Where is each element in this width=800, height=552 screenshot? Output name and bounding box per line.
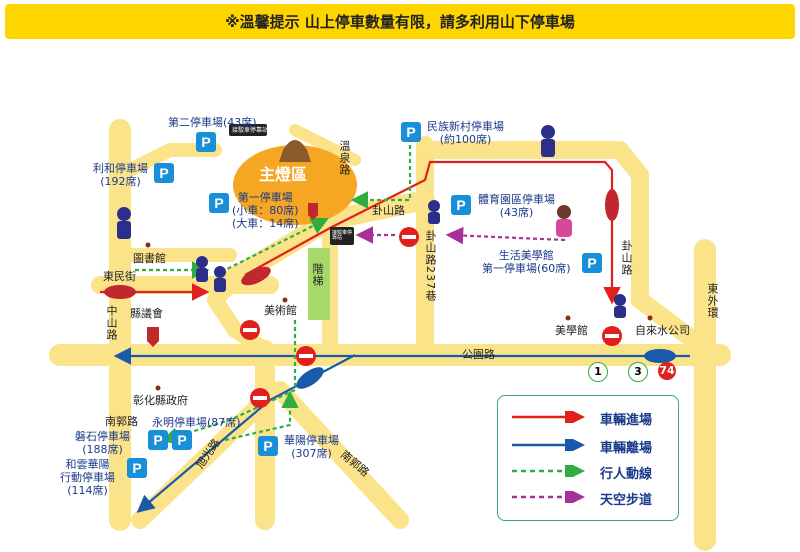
legend-walk-route: 行人動線 bbox=[510, 462, 670, 482]
police-officer-icons bbox=[117, 125, 626, 318]
county-gov-dot bbox=[155, 385, 161, 391]
legend-entry-route: 車輛進場 bbox=[510, 408, 670, 428]
shuttle-stop-sign-1 bbox=[229, 124, 267, 136]
route-shield-3: 3 bbox=[628, 362, 648, 382]
meixue-hall-dot bbox=[565, 315, 571, 321]
shuttle-stop-sign-2 bbox=[330, 227, 354, 245]
library-label: 圖書館 bbox=[133, 252, 166, 265]
parking-icon-lihe: P bbox=[154, 163, 174, 183]
p2-label: 第二停車場(43席) bbox=[168, 116, 257, 129]
meixue-hall-label: 美學館 bbox=[555, 324, 588, 337]
main-lantern-area bbox=[233, 145, 357, 225]
parking-icon-hefeng: P bbox=[127, 458, 147, 478]
parking-icon-yongming: P bbox=[172, 430, 192, 450]
police-badge-icons bbox=[147, 203, 318, 347]
hefeng-label: 和雲華陽行動停車場(114席) bbox=[60, 458, 115, 497]
buddha-statue-icon bbox=[279, 140, 311, 162]
shuttle-stop-label-1: 接駁車停靠站 bbox=[232, 127, 269, 134]
minzu-label: 民族新村停車場(約100席) bbox=[427, 120, 504, 146]
parking-icon-minzu: P bbox=[401, 122, 421, 142]
parking-notice-banner: ※溫馨提示 山上停車數量有限，請多利用山下停車場 bbox=[5, 4, 795, 39]
parking-icon-meixue: P bbox=[582, 253, 602, 273]
legend-label-skywalk: 天空步道 bbox=[600, 493, 653, 508]
route-shield-74: 74 bbox=[658, 362, 676, 380]
road-dongmin: 東民街 bbox=[103, 270, 136, 283]
walk-route-minzu bbox=[350, 145, 412, 209]
huayang-label: 華陽停車場(307席) bbox=[284, 434, 339, 460]
water-co-dot bbox=[647, 315, 653, 321]
parking-icon-huayang: P bbox=[258, 436, 278, 456]
county-gov-label: 彰化縣政府 bbox=[133, 394, 188, 407]
road-guashan-2: 卦山路 bbox=[620, 240, 633, 276]
lihe-label: 利和停車場(192席) bbox=[93, 162, 148, 188]
council-label: 縣議會 bbox=[130, 307, 163, 320]
exit-route-nanguo bbox=[136, 354, 356, 513]
meixue-parking-label: 生活美學館第一停車場(60席) bbox=[482, 249, 571, 275]
shuttle-stop-label-2: 接駁車停靠站 bbox=[332, 230, 353, 241]
parking-icon-p1: P bbox=[209, 193, 229, 213]
road-nanguo: 南郭路 bbox=[105, 415, 138, 428]
library-dot bbox=[145, 242, 151, 248]
p1-label: 第一停車場(小車：80席)(大車：14席) bbox=[232, 191, 299, 230]
main-lantern-area-label: 主燈區 bbox=[259, 165, 308, 184]
road-wenjing: 溫泉路 bbox=[338, 140, 351, 176]
parking-icon-tiyu: P bbox=[451, 195, 471, 215]
art-museum-label: 美術館 bbox=[264, 304, 297, 317]
guide-figure-icon bbox=[556, 205, 572, 237]
entry-route-guashan bbox=[244, 160, 621, 305]
stairs-label: 階梯 bbox=[311, 263, 324, 287]
road-gongyuan: 公園路 bbox=[462, 348, 495, 361]
parking-icon-p2: P bbox=[196, 132, 216, 152]
art-museum-dot bbox=[282, 297, 288, 303]
car-icons bbox=[104, 189, 676, 389]
panshi-label: 磐石停車場(188席) bbox=[75, 430, 130, 456]
legend-skywalk-route: 天空步道 bbox=[510, 488, 670, 508]
road-guashan: 卦山路 bbox=[372, 204, 405, 217]
legend: 車輛進場 車輛離場 行人動線 天空步道 bbox=[497, 395, 679, 521]
tiyu-label: 體育園區停車場(43席) bbox=[478, 193, 555, 219]
no-entry-signs bbox=[240, 227, 622, 408]
road-zhongshan: 中山路 bbox=[105, 305, 118, 341]
parking-icon-panshi: P bbox=[148, 430, 168, 450]
road-dongwai: 東外環 bbox=[706, 283, 719, 319]
legend-label-exit: 車輛離場 bbox=[600, 441, 653, 456]
legend-label-entry: 車輛進場 bbox=[600, 413, 653, 428]
route-shield-1: 1 bbox=[588, 362, 608, 382]
legend-exit-route: 車輛離場 bbox=[510, 436, 670, 456]
yongming-label: 永明停車場(87席) bbox=[152, 416, 241, 429]
walk-route-huayang bbox=[224, 390, 299, 442]
road-lane237: 卦山路237巷 bbox=[424, 230, 437, 302]
water-co-label: 自來水公司 bbox=[635, 324, 690, 337]
stairs-block bbox=[308, 248, 330, 320]
legend-label-walk: 行人動線 bbox=[600, 467, 653, 482]
skywalk-route-1 bbox=[445, 226, 566, 245]
